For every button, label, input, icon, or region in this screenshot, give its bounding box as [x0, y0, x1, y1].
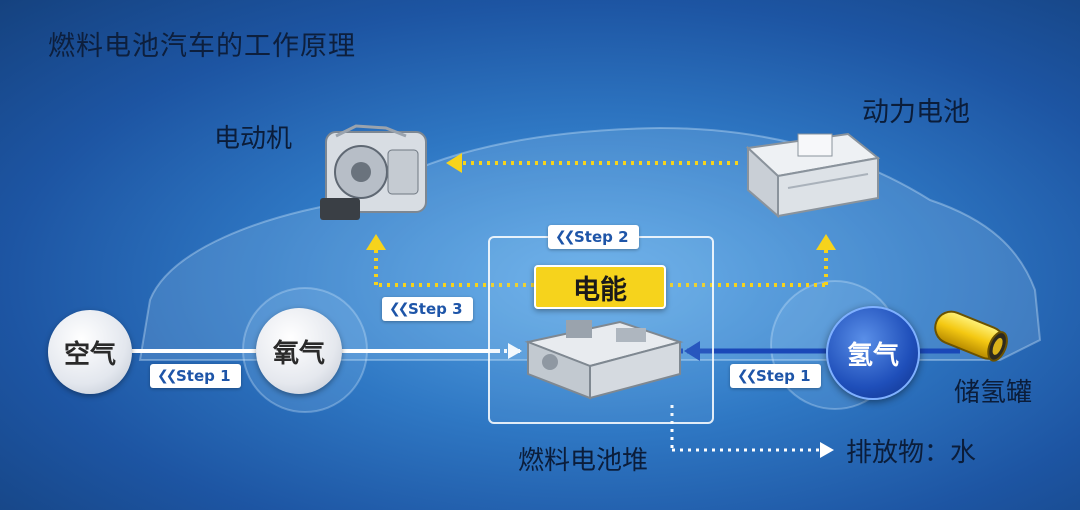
- step-tag-motor-label: Step 3: [408, 300, 463, 318]
- energy-path-bottom: [374, 250, 828, 287]
- hydrogen-arrow: [684, 341, 700, 361]
- electric-motor-icon: [320, 124, 427, 220]
- step-tag-air: ❮❮ Step 1: [150, 364, 241, 388]
- electric-energy-label: 电能: [573, 274, 627, 306]
- hydrogen-tank-label: 储氢罐: [954, 378, 1033, 408]
- air-node: 空气: [48, 310, 132, 394]
- air-node-label: 空气: [63, 339, 116, 370]
- power-battery-icon: [745, 132, 881, 219]
- fuel-cell-stack-icon: [524, 320, 684, 400]
- diagram-title: 燃料电池汽车的工作原理: [48, 31, 356, 62]
- step-tag-energy: ❮❮ Step 2: [548, 225, 639, 249]
- energy-arrow-to-motor: [446, 153, 462, 173]
- hydrogen-tank-icon: [934, 310, 1008, 362]
- exhaust-path: [670, 405, 820, 452]
- step-tag-air-label: Step 1: [176, 367, 231, 385]
- exhaust-label: 排放物：水: [846, 438, 977, 468]
- oxygen-node-label: 氧气: [272, 338, 325, 369]
- exhaust-arrow: [820, 442, 834, 458]
- oxygen-node: 氧气: [256, 308, 342, 394]
- step-tag-hydrogen: ❮❮ Step 1: [730, 364, 821, 388]
- hydrogen-node: 氢气: [826, 306, 920, 400]
- double-chevron-left-icon: ❮❮: [157, 368, 178, 384]
- fuel-cell-stack-label: 燃料电池堆: [518, 446, 649, 476]
- step-tag-motor: ❮❮ Step 3: [382, 297, 473, 321]
- battery-label: 动力电池: [862, 97, 970, 128]
- double-chevron-left-icon: ❮❮: [389, 301, 410, 317]
- double-chevron-left-icon: ❮❮: [737, 368, 758, 384]
- air-arrow: [508, 343, 522, 359]
- energy-arrow-up-battery: [816, 234, 836, 250]
- step-tag-hydrogen-label: Step 1: [756, 367, 811, 385]
- step-tag-energy-label: Step 2: [574, 228, 629, 246]
- hydrogen-node-label: 氢气: [846, 340, 899, 371]
- energy-arrow-up-motor: [366, 234, 386, 250]
- double-chevron-left-icon: ❮❮: [555, 229, 576, 245]
- motor-label: 电动机: [214, 124, 293, 154]
- electric-energy-box: 电能: [534, 265, 666, 309]
